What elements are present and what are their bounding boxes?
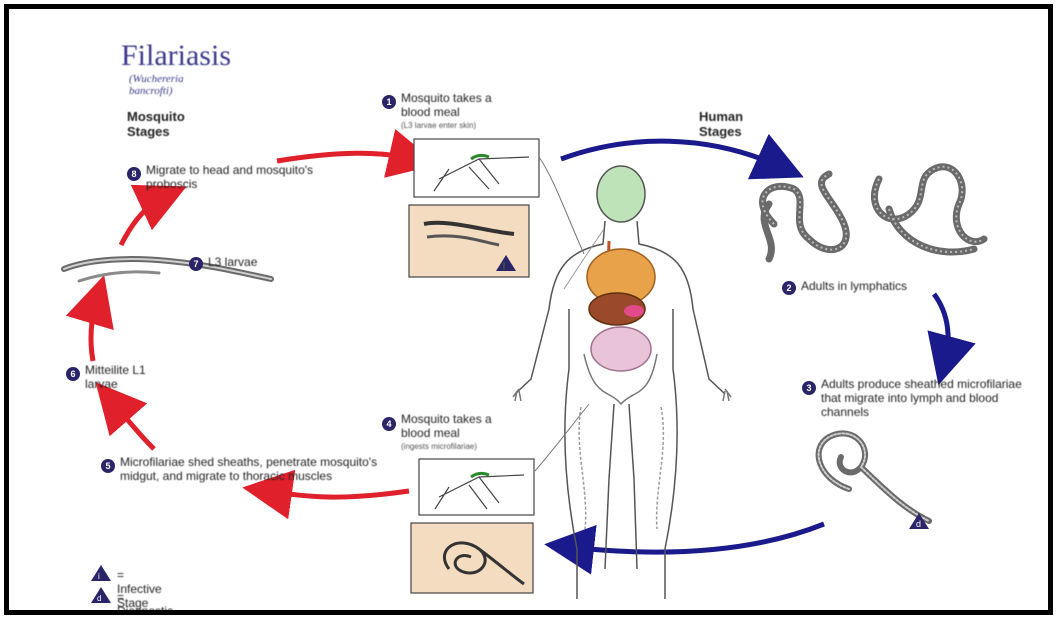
infective-stage-icon <box>91 565 111 581</box>
step-5-badge: 5 <box>101 459 115 473</box>
arrow-7-to-8 <box>121 197 164 245</box>
diagram-frame: Filariasis (Wuchereria bancrofti) Mosqui… <box>4 4 1053 615</box>
arrow-1-to-2 <box>561 141 781 167</box>
arrow-4-to-5 <box>267 491 409 497</box>
connector-panel4-body <box>535 404 589 471</box>
svg-text:i: i <box>503 261 505 271</box>
panel-4-microfilaria <box>411 523 533 593</box>
legend-icons: i d <box>91 565 111 603</box>
step-4-label: Mosquito takes a blood meal <box>401 412 521 440</box>
step-7-badge: 7 <box>189 257 203 271</box>
step-1-note: (L3 larvae enter skin) <box>401 121 541 131</box>
step-5-label: Microfilariae shed sheaths, penetrate mo… <box>120 455 390 483</box>
arrow-6-to-7 <box>91 299 97 361</box>
arrow-8-to-1 <box>277 153 414 161</box>
step-6-badge: 6 <box>66 367 80 381</box>
svg-text:i: i <box>98 572 100 581</box>
adult-worms <box>763 167 984 259</box>
step-2-label: Adults in lymphatics <box>801 279 981 293</box>
step-4-badge: 4 <box>382 417 396 431</box>
step-7-label: L3 larvae <box>208 255 298 269</box>
step-1-badge: 1 <box>382 95 396 109</box>
sheathed-microfilaria: d <box>819 433 929 529</box>
panel-1-larvae: i <box>409 205 529 277</box>
step-2-badge: 2 <box>782 281 796 295</box>
svg-text:d: d <box>916 519 921 529</box>
step-4-note: (ingests microfilariae) <box>401 442 551 452</box>
step-3-badge: 3 <box>802 381 816 395</box>
connector-panel1-body <box>539 157 584 254</box>
step-6-label: Mitteilite L1 larvae <box>85 363 175 391</box>
arrow-5-to-6 <box>112 401 154 449</box>
legend-diagnostic-label: = Diagnostic Stage <box>117 590 173 615</box>
step-8-badge: 8 <box>127 167 141 181</box>
panel-4-mosquito <box>419 459 534 515</box>
step-3-label: Adults produce sheathed microfilariae th… <box>821 377 1036 419</box>
svg-text:d: d <box>97 594 101 603</box>
human-body <box>513 166 731 599</box>
panel-1-mosquito <box>414 139 539 197</box>
adult-worms-pattern <box>763 167 984 252</box>
lifecycle-drawing: i <box>9 9 1048 610</box>
step-1-label: Mosquito takes a blood meal <box>401 91 521 119</box>
step-8-label: Migrate to head and mosquito's proboscis <box>146 163 356 191</box>
mosquito-cycle-arrows <box>91 153 414 497</box>
arrow-2-to-3 <box>934 294 948 361</box>
